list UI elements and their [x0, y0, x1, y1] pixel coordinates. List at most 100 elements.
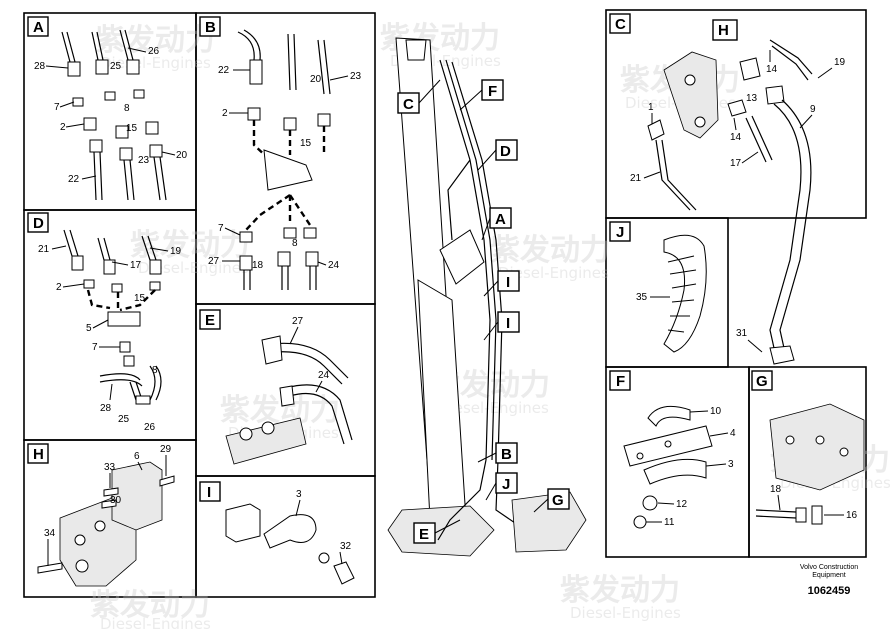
svg-text:2: 2: [60, 122, 66, 133]
panel-a: A 28 25 26 7 8 2 15 23 20 22: [27, 16, 188, 201]
svg-text:7: 7: [92, 342, 98, 353]
svg-text:29: 29: [160, 444, 172, 455]
svg-text:33: 33: [104, 462, 116, 473]
svg-text:18: 18: [770, 484, 782, 495]
svg-text:15: 15: [134, 293, 146, 304]
svg-text:14: 14: [766, 64, 778, 75]
panel-b: B 22 20 23 2 15 7 8 27 18 24: [199, 16, 362, 290]
panel-c-label: C: [615, 16, 626, 33]
panel-d: D 21 17 19 2 15 5 7 8 28 25 26: [27, 212, 182, 433]
svg-text:22: 22: [68, 174, 80, 185]
svg-text:17: 17: [730, 158, 742, 169]
svg-text:紫发动力: 紫发动力: [90, 588, 210, 623]
svg-text:11: 11: [664, 517, 675, 528]
svg-text:紫发动力: 紫发动力: [220, 393, 340, 428]
panel-f: F 10 4 3 12 11: [609, 370, 736, 529]
panel-i-label: I: [207, 484, 211, 501]
svg-text:8: 8: [124, 103, 130, 114]
svg-text:2: 2: [222, 108, 228, 119]
svg-text:31: 31: [736, 328, 748, 339]
panel-g-label: G: [756, 373, 768, 390]
svg-text:7: 7: [54, 102, 60, 113]
svg-text:21: 21: [38, 244, 50, 255]
svg-text:34: 34: [44, 528, 56, 539]
panel-e: E 27 24: [199, 309, 353, 465]
svg-text:24: 24: [318, 370, 330, 381]
company-line1: Volvo Construction: [799, 564, 859, 571]
svg-text:26: 26: [148, 46, 160, 57]
panel-b-label: B: [205, 19, 216, 36]
svg-text:8: 8: [292, 238, 298, 249]
svg-text:12: 12: [676, 499, 688, 510]
svg-text:4: 4: [730, 428, 736, 439]
svg-text:Diesel-Engines: Diesel-Engines: [138, 259, 249, 277]
panel-i: I 3 32: [199, 481, 355, 585]
svg-text:G: G: [552, 492, 564, 509]
svg-text:10: 10: [710, 406, 722, 417]
drawing-number: 1062459: [807, 585, 851, 597]
svg-text:25: 25: [110, 61, 122, 72]
svg-text:28: 28: [100, 403, 112, 414]
company-line2: Equipment: [812, 572, 846, 579]
svg-text:14: 14: [730, 132, 742, 143]
panel-c: C H 14 19 13 9 1 14 17 21 31: [609, 13, 846, 365]
svg-text:23: 23: [350, 71, 362, 82]
svg-text:紫发动力: 紫发动力: [95, 23, 215, 58]
svg-text:3: 3: [296, 489, 302, 500]
svg-text:27: 27: [292, 316, 304, 327]
svg-text:18: 18: [252, 260, 264, 271]
svg-text:5: 5: [86, 323, 92, 334]
svg-text:6: 6: [134, 451, 140, 462]
svg-text:1: 1: [648, 102, 654, 113]
svg-text:J: J: [502, 476, 510, 493]
svg-text:21: 21: [630, 173, 642, 184]
svg-text:3: 3: [728, 459, 734, 470]
svg-text:26: 26: [144, 422, 156, 433]
svg-text:27: 27: [208, 256, 220, 267]
svg-text:I: I: [506, 315, 510, 332]
panel-e-label: E: [205, 312, 215, 329]
svg-text:E: E: [419, 526, 429, 543]
svg-text:2: 2: [56, 282, 62, 293]
svg-text:20: 20: [310, 74, 322, 85]
panel-j-label: J: [616, 224, 624, 241]
panel-h-label: H: [33, 446, 44, 463]
panel-a-label: A: [33, 19, 44, 36]
svg-text:9: 9: [810, 104, 816, 115]
svg-text:紫发动力: 紫发动力: [130, 228, 250, 263]
svg-text:H: H: [718, 22, 729, 39]
svg-text:15: 15: [300, 138, 312, 149]
svg-text:16: 16: [846, 510, 858, 521]
svg-text:C: C: [403, 96, 414, 113]
svg-text:Diesel-Engines: Diesel-Engines: [100, 615, 211, 629]
panel-g: G 18 16: [751, 370, 865, 525]
svg-text:A: A: [495, 211, 506, 228]
svg-text:20: 20: [176, 150, 188, 161]
svg-text:24: 24: [328, 260, 340, 271]
svg-text:I: I: [506, 274, 510, 291]
svg-text:17: 17: [130, 260, 142, 271]
svg-text:25: 25: [118, 414, 130, 425]
svg-text:30: 30: [110, 495, 122, 506]
svg-text:15: 15: [126, 123, 138, 134]
company-name: Volvo Construction Equipment: [784, 564, 874, 580]
svg-text:32: 32: [340, 541, 352, 552]
svg-text:D: D: [500, 143, 511, 160]
panel-f-label: F: [616, 373, 625, 390]
svg-text:19: 19: [170, 246, 182, 257]
svg-text:F: F: [488, 83, 497, 100]
excavator-arm-illustration: C F D A I I B J G E: [387, 37, 587, 557]
svg-text:22: 22: [218, 65, 230, 76]
svg-text:19: 19: [834, 57, 846, 68]
panel-frames: [23, 9, 867, 598]
panel-d-label: D: [33, 215, 44, 232]
svg-text:Diesel-Engines: Diesel-Engines: [498, 264, 609, 282]
watermark: 紫发动力 Diesel-Engines 紫发动力 Diesel-Engines …: [90, 21, 890, 629]
svg-text:13: 13: [746, 93, 758, 104]
svg-text:7: 7: [218, 223, 224, 234]
panel-j: J 35: [609, 221, 707, 353]
svg-text:紫发动力: 紫发动力: [560, 573, 680, 608]
svg-text:B: B: [501, 446, 512, 463]
svg-text:23: 23: [138, 155, 150, 166]
